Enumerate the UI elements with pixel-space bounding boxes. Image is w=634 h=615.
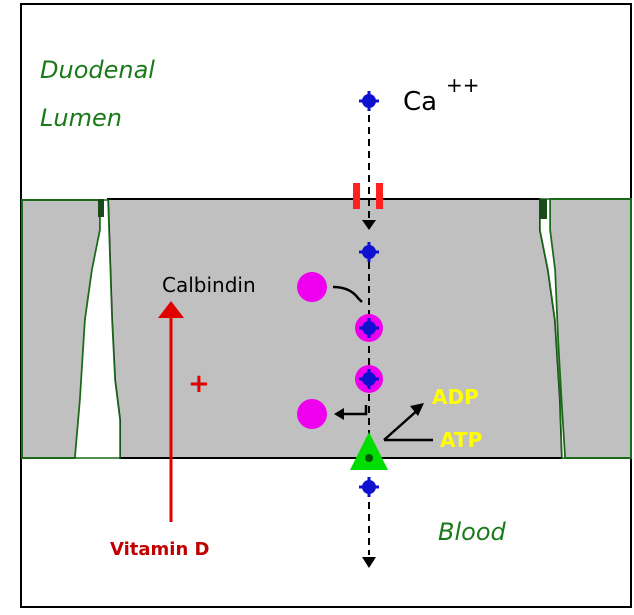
ion-charge-label: ++	[446, 73, 480, 97]
calbindin-bound-ion-2	[355, 365, 383, 393]
blood-label: Blood	[438, 518, 507, 546]
atp-label: ATP	[440, 428, 482, 452]
ion-label: Ca	[403, 87, 437, 117]
calbindin-free-bottom	[297, 399, 327, 429]
calbindin-free-top	[297, 272, 327, 302]
lumen-label-line1: Duodenal	[40, 56, 155, 84]
vitamin-d-label: Vitamin D	[110, 539, 209, 560]
left-tight-junction	[98, 199, 104, 217]
epithelial-cell-layer	[22, 199, 631, 458]
lumen-label-line2: Lumen	[40, 104, 122, 132]
calbindin-label: Calbindin	[162, 273, 256, 297]
enterocyte-cell	[108, 199, 562, 458]
calbindin-bound-ion-1	[355, 314, 383, 342]
right-tight-junction	[540, 199, 547, 219]
stimulation-plus-sign: +	[188, 369, 210, 399]
adp-label: ADP	[432, 385, 479, 409]
